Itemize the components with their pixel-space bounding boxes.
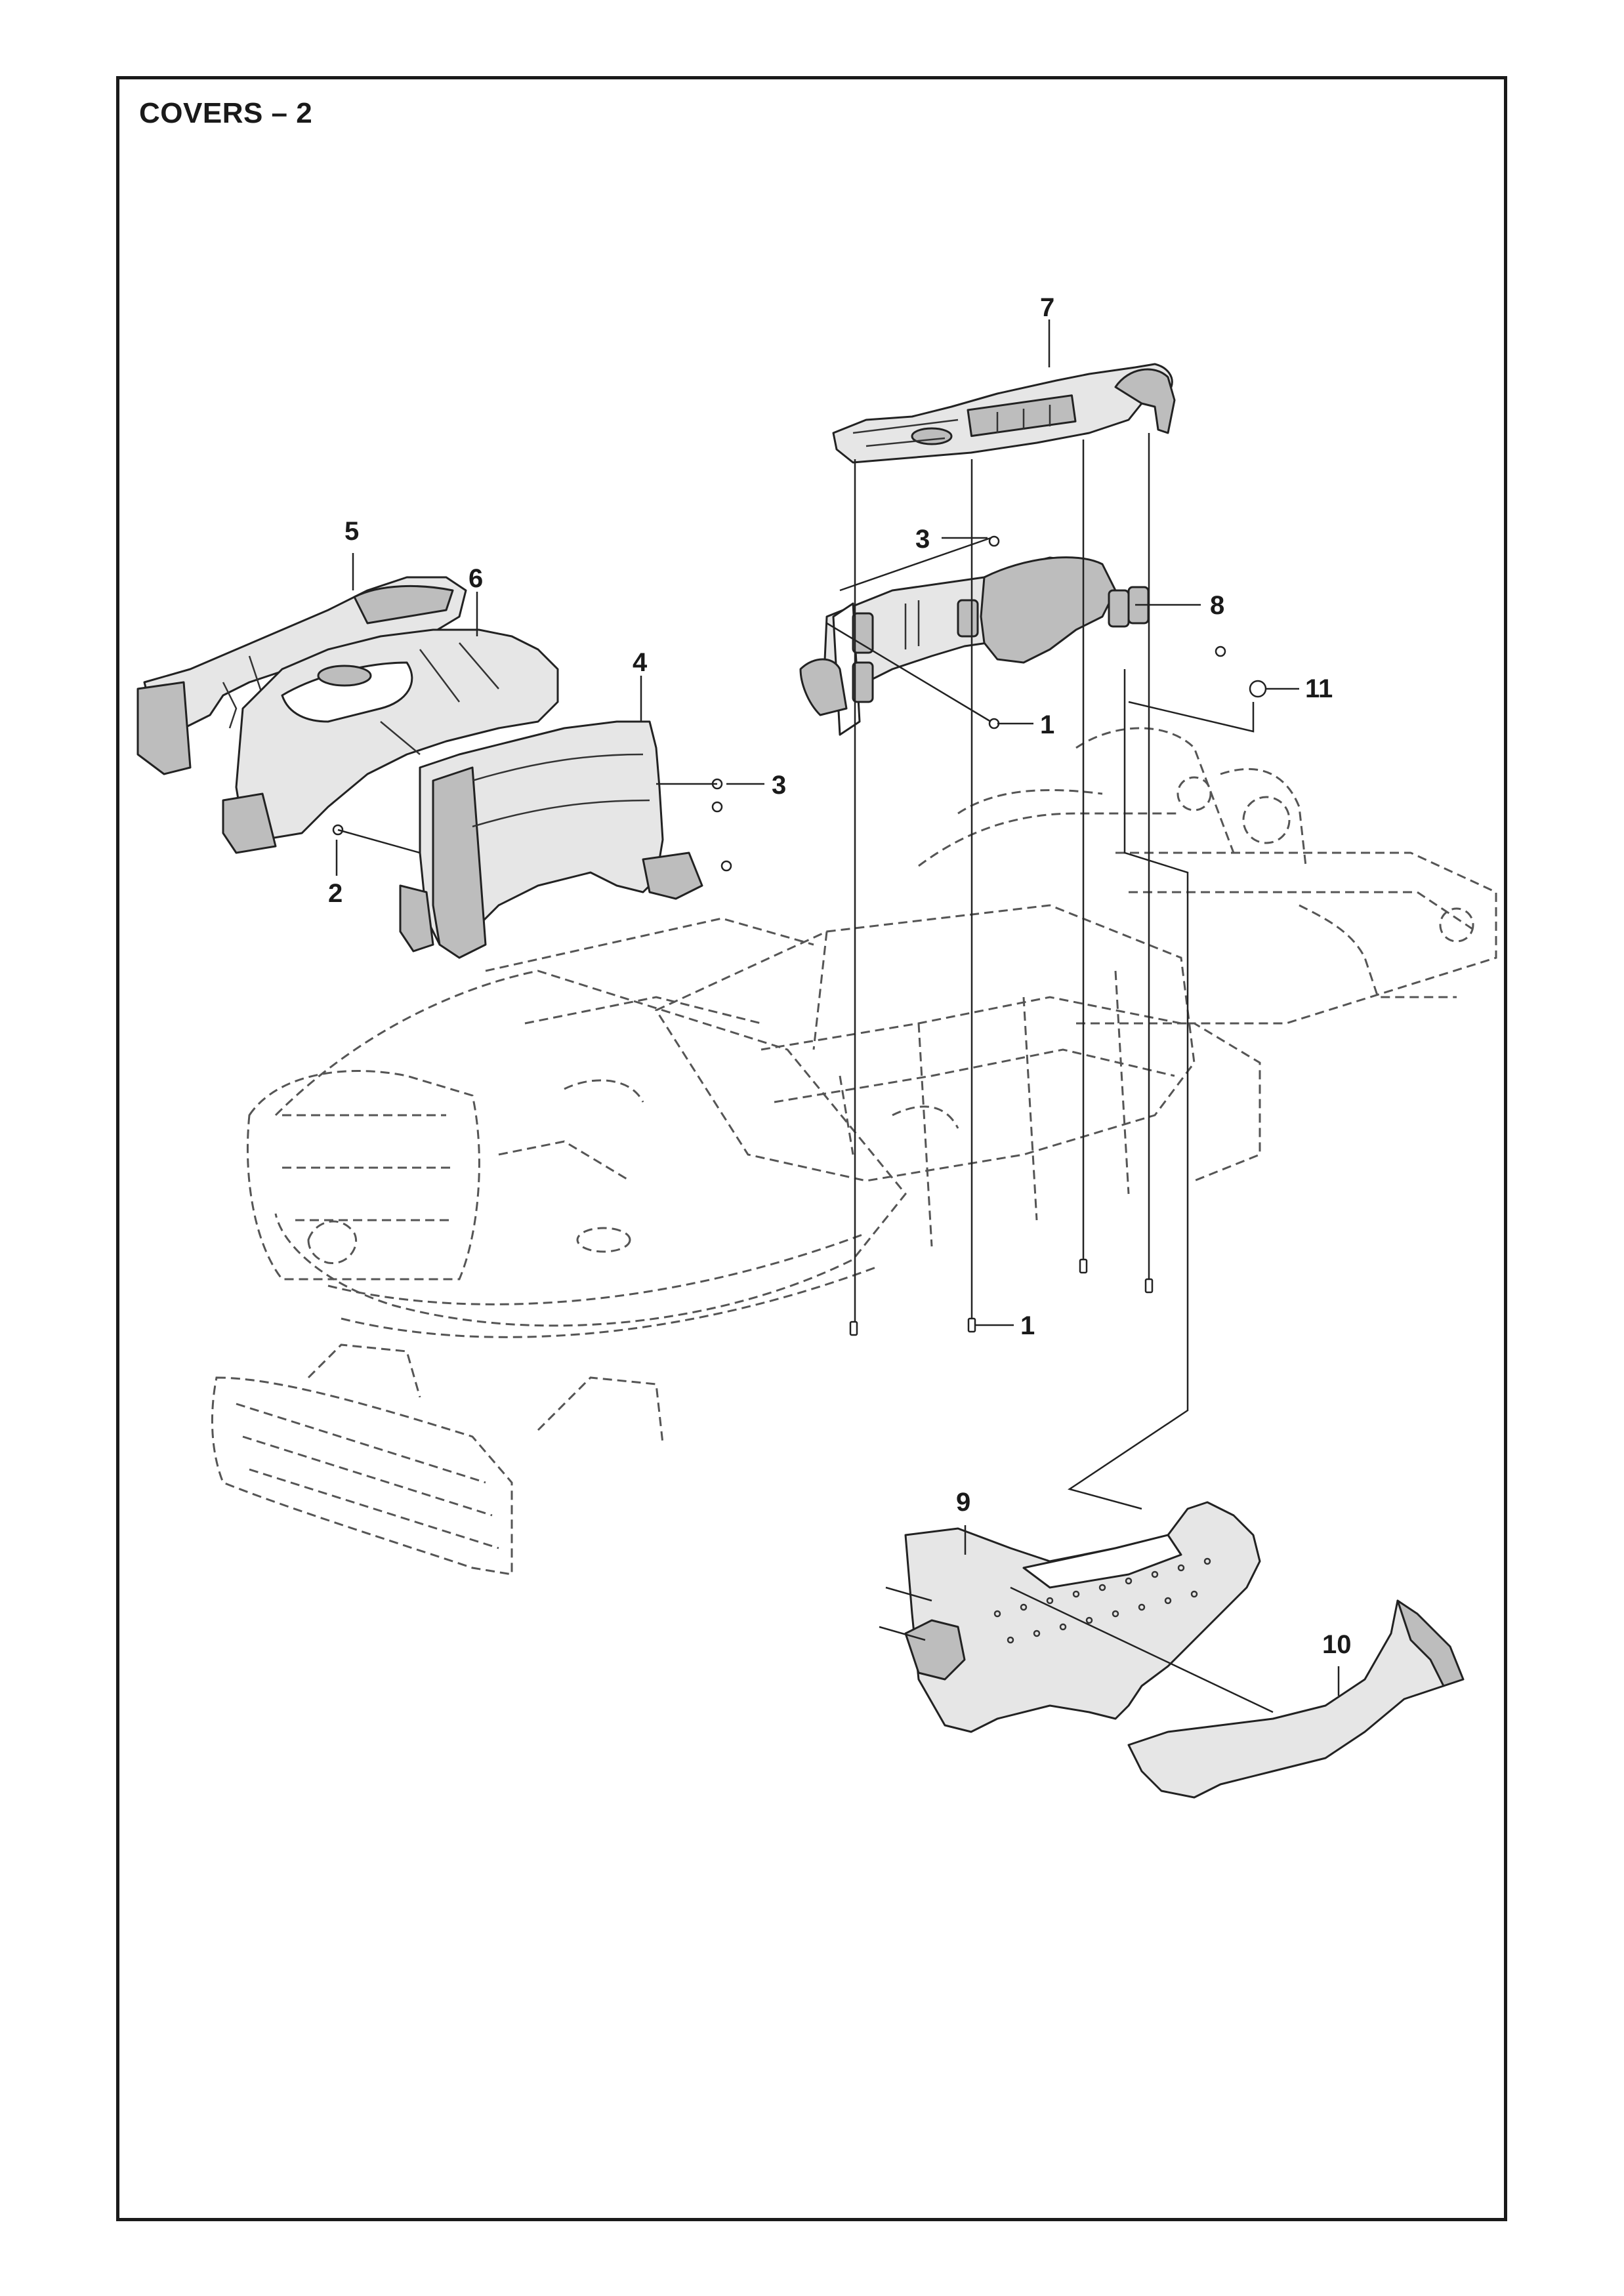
callout-2: 2 bbox=[328, 879, 343, 908]
callout-labels: 7 5 6 4 3 3 2 8 11 1 1 9 10 bbox=[328, 293, 1352, 1659]
callout-8: 8 bbox=[1210, 591, 1224, 620]
callout-11: 11 bbox=[1305, 674, 1333, 703]
part-4-cover bbox=[399, 720, 703, 959]
chassis-phantom bbox=[211, 727, 1497, 1576]
part-8-bracket bbox=[799, 556, 1150, 736]
part-5-cover bbox=[136, 576, 467, 775]
page-title: COVERS – 2 bbox=[139, 97, 313, 129]
callout-9: 9 bbox=[956, 1488, 970, 1517]
callout-3-lower: 3 bbox=[772, 771, 786, 800]
part-6-cover bbox=[222, 628, 559, 854]
leader-lines bbox=[337, 433, 1274, 1713]
part-7-dashboard-cover bbox=[832, 363, 1176, 464]
callout-5: 5 bbox=[344, 517, 359, 546]
callout-1-lower: 1 bbox=[1020, 1311, 1035, 1340]
callout-10: 10 bbox=[1322, 1630, 1352, 1659]
callout-leaders bbox=[335, 319, 1340, 1696]
drawing-frame bbox=[116, 76, 1507, 2221]
callout-1-upper: 1 bbox=[1040, 710, 1054, 739]
part-10-side-cover bbox=[1127, 1599, 1465, 1799]
callout-3-upper: 3 bbox=[915, 525, 930, 554]
callout-6: 6 bbox=[468, 564, 483, 593]
part-9-side-cover bbox=[904, 1501, 1261, 1733]
callout-7: 7 bbox=[1040, 293, 1054, 322]
callout-4: 4 bbox=[633, 648, 648, 677]
